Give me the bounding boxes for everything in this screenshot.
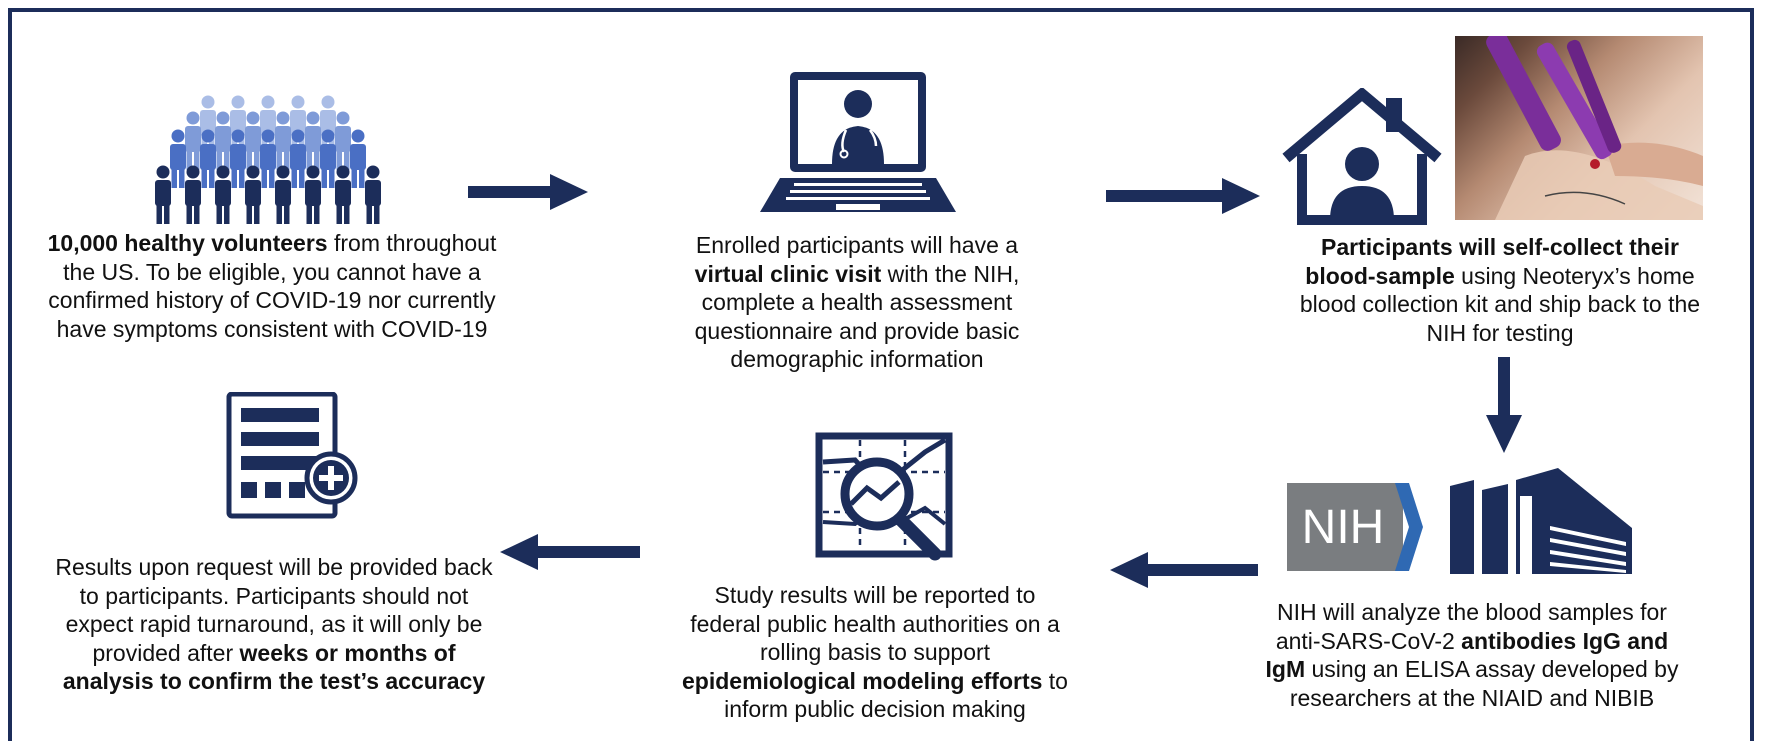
nih-logo-text: NIH: [1302, 501, 1385, 554]
nih-logo: NIH: [1287, 483, 1423, 571]
diagram-frame: [8, 8, 1754, 741]
arrow-left-1: [1110, 552, 1258, 588]
arrow-left-2: [500, 534, 640, 570]
laptop-doctor-icon: [760, 72, 956, 212]
results-document-icon: [226, 392, 358, 519]
step-report-caption: Study results will be reported to federa…: [682, 582, 1068, 722]
arrow-down: [1486, 357, 1522, 453]
step-analyze-caption: NIH will analyze the blood samples for a…: [1265, 599, 1679, 711]
people-crowd-icon: [155, 95, 381, 224]
lab-building-icon: [1450, 468, 1632, 574]
blood-collection-photo: [1455, 36, 1703, 220]
step-volunteers-caption: 10,000 healthy volunteers from throughou…: [47, 230, 497, 342]
step-collect-caption: Participants will self-collect their blo…: [1299, 234, 1701, 346]
magnifier-chart-icon: [815, 432, 953, 561]
house-person-icon: [1282, 88, 1442, 225]
step-visit-caption: Enrolled participants will have a virtua…: [694, 232, 1020, 372]
step-results-caption: Results upon request will be provided ba…: [55, 554, 493, 694]
arrow-right-1: [468, 174, 588, 210]
arrow-right-2: [1106, 178, 1260, 214]
